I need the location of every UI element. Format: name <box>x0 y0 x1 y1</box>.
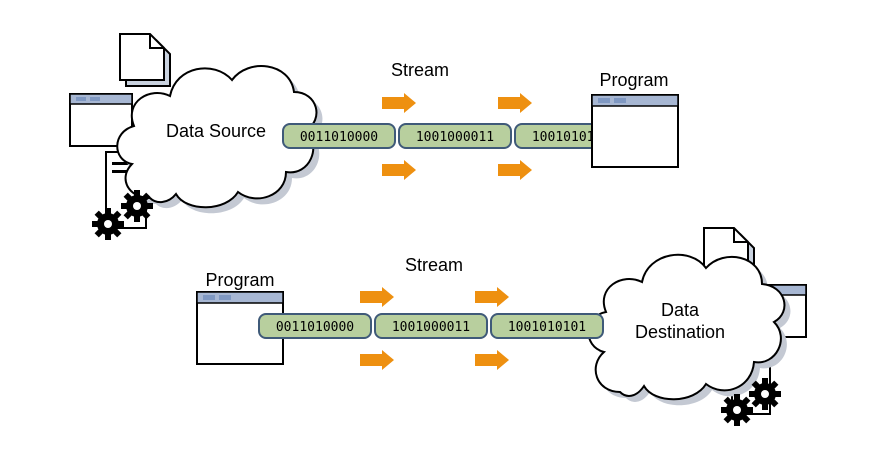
bit-segment <box>374 313 488 339</box>
arrow-right-icon <box>382 160 416 180</box>
bit-segment-text: 1001000011 <box>392 320 470 335</box>
arrow-right-icon <box>360 350 394 370</box>
arrow-right-icon <box>498 93 532 113</box>
program-label: Program <box>599 70 668 90</box>
arrow-right-icon <box>382 93 416 113</box>
data-destination-label-line2: Destination <box>635 322 725 342</box>
arrow-right-icon <box>475 287 509 307</box>
data-destination-label-line1: Data <box>661 300 700 320</box>
bottom-flow: Program Stream <box>196 227 807 426</box>
data-source-label: Data Source <box>166 121 266 141</box>
program-window-icon <box>591 94 679 168</box>
top-flow: Data Source Stream 0011010000 1001000011… <box>69 33 679 240</box>
arrow-right-icon <box>360 287 394 307</box>
arrow-right-icon <box>475 350 509 370</box>
cloud-icon: Data Source <box>116 65 323 214</box>
bit-stream: 0011010000 1001000011 1001010101 <box>282 123 628 149</box>
bit-segment <box>398 123 512 149</box>
bit-segment-text: 1001010101 <box>532 130 610 145</box>
program-label: Program <box>205 270 274 290</box>
document-icon <box>119 33 171 87</box>
bit-segment <box>258 313 372 339</box>
arrow-right-icon <box>498 160 532 180</box>
bit-segment-text: 0011010000 <box>300 130 378 145</box>
cloud-icon: Data Destination <box>587 253 791 406</box>
bit-segment-text: 0011010000 <box>276 320 354 335</box>
bit-segment-text: 1001000011 <box>416 130 494 145</box>
bit-segment <box>282 123 396 149</box>
bit-segment-text: 1001010101 <box>508 320 586 335</box>
bit-stream: 0011010000 1001000011 1001010101 <box>258 313 604 339</box>
bit-segment <box>490 313 604 339</box>
stream-label: Stream <box>405 255 463 275</box>
stream-label: Stream <box>391 60 449 80</box>
